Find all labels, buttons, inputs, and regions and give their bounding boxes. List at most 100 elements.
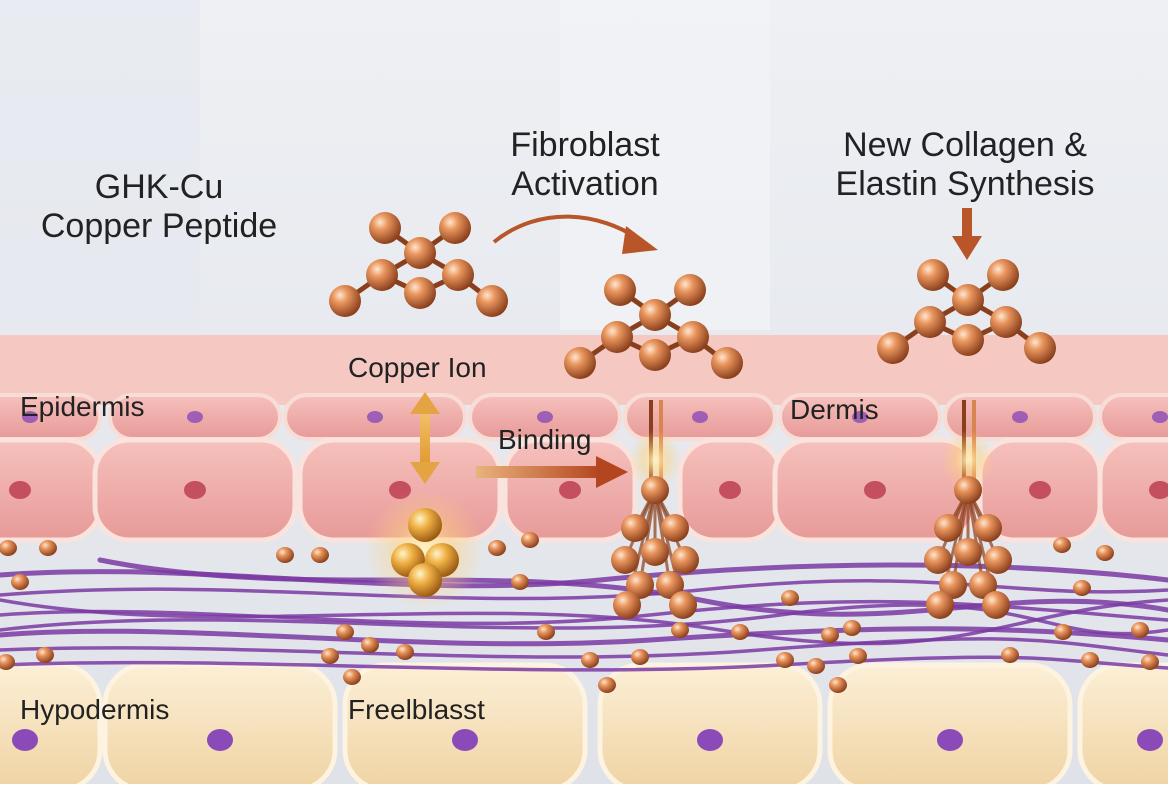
- molecule-atom: [677, 321, 709, 353]
- copper-droplet: [0, 654, 15, 670]
- copper-droplet: [807, 658, 825, 674]
- synthesis-arrow-shaft: [962, 208, 972, 238]
- bound-cluster-synthesis: [924, 400, 1012, 619]
- molecule-atom: [442, 259, 474, 291]
- copper-droplet: [1054, 624, 1072, 640]
- collagen-fiber: [0, 626, 1168, 647]
- copper-droplets: [0, 532, 1159, 693]
- hypodermis-cell: [597, 662, 823, 789]
- synthesis-arrowhead: [952, 236, 982, 260]
- molecule-atom: [639, 299, 671, 331]
- cell-nucleus: [12, 729, 38, 751]
- activation-label: Fibroblast Activation: [470, 126, 700, 204]
- synthesis-line-1: New Collagen &: [843, 126, 1087, 164]
- molecule-atom: [674, 274, 706, 306]
- copper-droplet: [521, 532, 539, 548]
- copper-droplet: [776, 652, 794, 668]
- synthesis-label: New Collagen & Elastin Synthesis: [800, 126, 1130, 204]
- molecule-atom: [404, 277, 436, 309]
- copper-droplet: [311, 547, 329, 563]
- copper-droplet: [598, 677, 616, 693]
- copper-droplet: [0, 540, 17, 556]
- binding-arrow-shaft: [476, 466, 600, 478]
- molecule-atom: [934, 514, 962, 542]
- copper-droplet: [537, 624, 555, 640]
- cell-nucleus: [537, 411, 553, 423]
- copper-droplet: [821, 627, 839, 643]
- copper-droplet: [511, 574, 529, 590]
- copper-droplet: [488, 540, 506, 556]
- copper-droplet: [276, 547, 294, 563]
- cell-nucleus: [187, 411, 203, 423]
- molecule-atom: [974, 514, 1002, 542]
- collagen-fiber: [97, 557, 1168, 617]
- ion-atom: [408, 563, 442, 597]
- molecule-atom: [917, 259, 949, 291]
- molecule-atom: [641, 476, 669, 504]
- molecule-atom: [969, 571, 997, 599]
- molecule-atom: [1024, 332, 1056, 364]
- ion-atom: [408, 508, 442, 542]
- copper-droplet: [731, 624, 749, 640]
- molecule-atom: [926, 591, 954, 619]
- molecule-atom: [954, 476, 982, 504]
- molecule-atom: [669, 591, 697, 619]
- copper-droplet: [1096, 545, 1114, 561]
- glow: [629, 430, 681, 490]
- copper-molecules: [329, 212, 1056, 619]
- epidermis-cell: [1097, 437, 1168, 543]
- molecule-atom: [366, 259, 398, 291]
- collagen-fiber: [0, 637, 1168, 659]
- molecule-atom: [369, 212, 401, 244]
- copper-ion-arrow-shaft: [420, 410, 430, 464]
- molecule-atom: [626, 571, 654, 599]
- copper-droplet: [39, 540, 57, 556]
- copper-droplet: [343, 669, 361, 685]
- copper-droplet: [396, 644, 414, 660]
- copper-droplet: [631, 649, 649, 665]
- cell-nucleus: [864, 481, 886, 499]
- binding-label: Binding: [498, 424, 592, 455]
- copper-droplet: [336, 624, 354, 640]
- copper-ion-arrowhead-down: [410, 462, 440, 484]
- molecule-atom: [613, 591, 641, 619]
- cell-nucleus: [1012, 411, 1028, 423]
- copper-droplet: [1073, 580, 1091, 596]
- cell-nucleus: [719, 481, 741, 499]
- molecule-atom: [954, 538, 982, 566]
- molecule-atom: [990, 306, 1022, 338]
- molecule-atom: [982, 591, 1010, 619]
- hypodermis-cells: [0, 662, 1168, 789]
- molecule-atom: [639, 339, 671, 371]
- cell-nucleus: [1149, 481, 1168, 499]
- copper-droplet: [843, 620, 861, 636]
- ion-glow: [365, 490, 485, 610]
- copper-droplet: [581, 652, 599, 668]
- molecule-atom: [984, 546, 1012, 574]
- molecule-atom: [711, 347, 743, 379]
- molecule-atom: [476, 285, 508, 317]
- cell-nucleus: [1152, 411, 1168, 423]
- title-label: GHK-Cu Copper Peptide: [14, 168, 304, 246]
- glow: [942, 430, 994, 490]
- molecule-atom: [661, 514, 689, 542]
- synthesis-line-2: Elastin Synthesis: [835, 165, 1095, 204]
- molecule-atom: [601, 321, 633, 353]
- title-line-1: GHK-Cu: [94, 168, 224, 206]
- copper-droplet: [849, 648, 867, 664]
- copper-ion-arrowhead-up: [410, 392, 440, 414]
- collagen-fiber: [0, 655, 1168, 672]
- collagen-fiber: [0, 598, 1168, 646]
- molecule-atom: [952, 324, 984, 356]
- activation-molecule: [564, 274, 743, 379]
- cell-nucleus: [452, 729, 478, 751]
- collagen-fiber: [0, 603, 1168, 636]
- copper-droplet: [781, 590, 799, 606]
- cell-nucleus: [9, 481, 31, 499]
- cell-nucleus: [207, 729, 233, 751]
- copper-droplet: [1053, 537, 1071, 553]
- molecule-atom: [621, 514, 649, 542]
- freelblasst-label: Freelblasst: [348, 694, 485, 725]
- molecule-atom: [671, 546, 699, 574]
